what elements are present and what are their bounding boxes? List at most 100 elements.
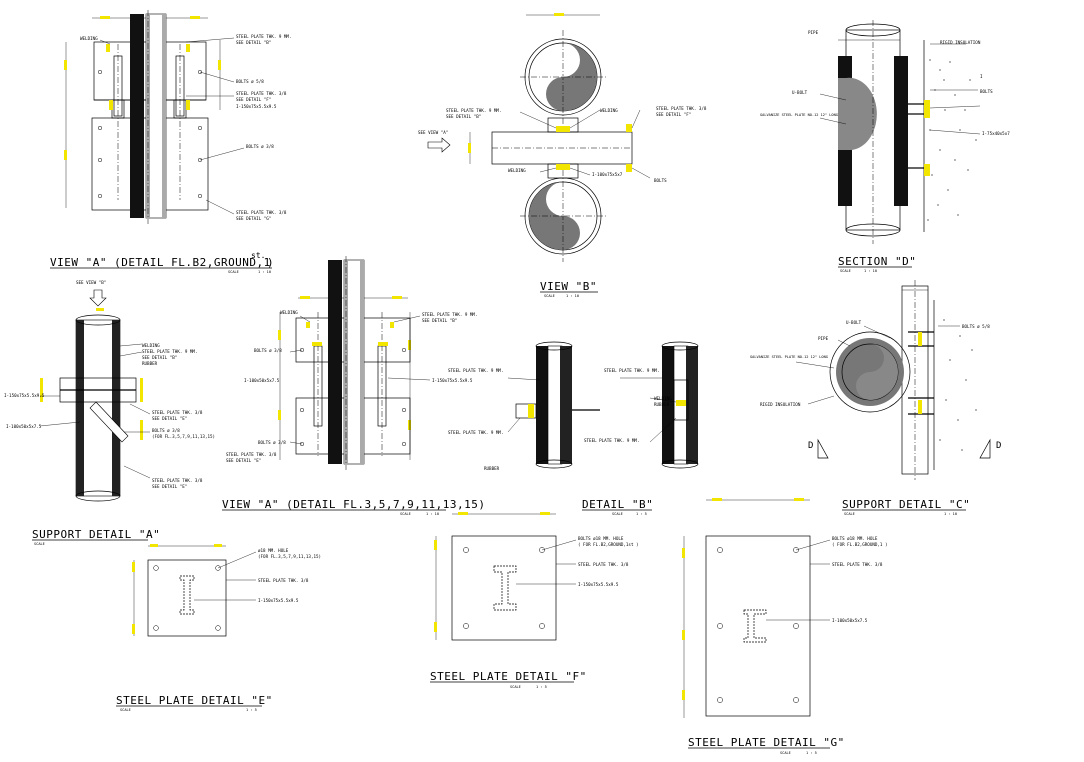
label-db-welding: WELDING	[654, 396, 672, 401]
scale-word-sc: SCALE	[844, 512, 855, 516]
scale-section-d: 1 : 10	[864, 269, 877, 273]
label-va2-i150: I-150x75x5.5x9.5	[432, 378, 473, 383]
label-steel-plate-9: STEEL PLATE THK. 9 MM.	[236, 34, 291, 39]
scale-word-db: SCALE	[612, 512, 623, 516]
scale-support-c: 1 : 10	[944, 512, 957, 516]
title-view-a-2: VIEW "A" (DETAIL FL.3,5,7,9,11,13,15)	[222, 498, 486, 511]
label-g-i100: I-100x50x5x7.5	[832, 618, 868, 623]
label-g-plate: STEEL PLATE THK. 3/8	[832, 562, 883, 567]
label-sa-welding: WELDING	[142, 343, 160, 348]
label-e-plate: STEEL PLATE THK. 3/8	[258, 578, 309, 583]
title-plate-g: STEEL PLATE DETAIL "G"	[688, 736, 845, 749]
view-b: SEE VIEW "A" STEEL PLATE THK. 9 MM. SEE …	[418, 13, 707, 298]
label-sa-see-e2: SEE DETAIL "E"	[152, 484, 187, 489]
label-va2-bolts: BOLTS ø 3/8	[254, 348, 282, 353]
label-view-b-welding-2: WELDING	[508, 168, 526, 173]
label-db-plate-2: STEEL PLATE THK. 9 MM.	[448, 430, 503, 435]
title-detail-b: DETAIL "B"	[582, 498, 653, 511]
label-va2-see-e: SEE DETAIL "E"	[226, 458, 261, 463]
scale-word-sa: SCALE	[34, 542, 45, 546]
label-i-75: I-75x40x5x7	[982, 131, 1010, 136]
scale-word-d: SCALE	[840, 269, 851, 273]
title-support-c: SUPPORT DETAIL "C"	[842, 498, 970, 511]
label-f-plate: STEEL PLATE THK. 3/8	[578, 562, 629, 567]
label-e-for: (FOR FL.3,5,7,9,11,13,15)	[258, 554, 321, 559]
label-e-i150: I-150x75x5.5x9.5	[258, 598, 299, 603]
scale-plate-f: 1 : 5	[536, 685, 547, 689]
scale-view-a-1: 1 : 10	[258, 270, 271, 274]
scale-word-g: SCALE	[780, 751, 791, 755]
label-bolts-58: BOLTS ø 5/8	[236, 79, 264, 84]
title-section-d: SECTION "D"	[838, 255, 916, 268]
label-sa-plate-38: STEEL PLATE THK. 3/8	[152, 410, 203, 415]
steel-plate-e: ø18 MM. HOLE (FOR FL.3,5,7,9,11,13,15) S…	[116, 544, 321, 712]
label-sc-insulation: RIGID INSULATION	[760, 402, 801, 407]
label-see-detail-g: SEE DETAIL "G"	[236, 216, 271, 221]
title-view-a-1-sup: st.	[251, 251, 265, 260]
label-va2-i100: I-100x50x5x7.5	[244, 378, 280, 383]
label-sa-see-e: SEE DETAIL "E"	[152, 416, 187, 421]
label-f-bolts: BOLTS ø18 MM. HOLE	[578, 536, 624, 541]
steel-plate-f: BOLTS ø18 MM. HOLE ( FOR FL.B2,GROUND,1s…	[430, 512, 639, 689]
label-sa-bolts: BOLTS ø 3/8	[152, 428, 180, 433]
label-steel-plate-38b: STEEL PLATE THK. 3/8	[236, 210, 287, 215]
label-g-for: ( FOR FL.B2,GROUND,1 )	[832, 542, 887, 547]
label-va2-plate: STEEL PLATE THK. 9 MM.	[422, 312, 477, 317]
label-i: I	[980, 74, 983, 79]
label-steel-plate-38: STEEL PLATE THK. 3/8	[236, 91, 287, 96]
label-va2-bolts-2: BOLTS ø 3/8	[258, 440, 286, 445]
label-view-b-steel-plate: STEEL PLATE THK. 9 MM.	[446, 108, 501, 113]
section-mark-right: D	[996, 441, 1001, 451]
scale-plate-e: 1 : 5	[246, 708, 257, 712]
label-sc-galvanize: GALVANIZE STEEL PLATE NO.12 12" LONG	[750, 355, 828, 359]
label-view-b-bolts: BOLTS	[654, 178, 667, 183]
label-va2-welding: WELDING	[280, 310, 298, 315]
label-db-rubber-2: RUBBER	[484, 466, 500, 471]
support-detail-a: SEE VIEW "B" WELDING STEEL PLATE THK. 9 …	[4, 280, 215, 546]
section-d: PIPE RIGID INSULATION I BOLTS I-75x40x5x…	[760, 20, 1010, 273]
label-bolt: BOLTS	[980, 89, 993, 94]
label-sa-see-b: SEE DETAIL "B"	[142, 355, 177, 360]
scale-word-e: SCALE	[120, 708, 131, 712]
label-e-hole: ø18 MM. HOLE	[258, 548, 289, 553]
label-pipe: PIPE	[808, 30, 819, 35]
title-view-a-1-close: )	[267, 256, 274, 269]
view-a-middle: WELDING STEEL PLATE THK. 9 MM. SEE DETAI…	[222, 256, 486, 516]
label-f-i150: I-150x75x5.5x9.5	[578, 582, 619, 587]
label-view-b-see-detail: SEE DETAIL "B"	[446, 114, 481, 119]
label-db-plate-3: STEEL PLATE THK. 9 MM.	[604, 368, 659, 373]
label-galvanize: GALVANIZE STEEL PLATE NO.12 12" LONG	[760, 113, 838, 117]
label-sa-plate: STEEL PLATE THK. 9 MM.	[142, 349, 197, 354]
label-view-b-see-f: SEE DETAIL "F"	[656, 112, 691, 117]
title-support-a: SUPPORT DETAIL "A"	[32, 528, 160, 541]
label-db-plate: STEEL PLATE THK. 9 MM.	[448, 368, 503, 373]
label-sc-u-bolt: U-BOLT	[846, 320, 862, 325]
label-see-view-a: SEE VIEW "A"	[418, 130, 448, 135]
scale-view-b: 1 : 10	[566, 294, 579, 298]
scale-plate-g: 1 : 5	[806, 751, 817, 755]
label-sc-bolts: BOLTS ø 5/8	[962, 324, 990, 329]
label-view-b-i100: I-100x75x5x7	[592, 172, 623, 177]
scale-detail-b: 1 : 5	[636, 512, 647, 516]
section-mark-left: D	[808, 441, 813, 451]
title-plate-e: STEEL PLATE DETAIL "E"	[116, 694, 273, 707]
label-see-detail-f: SEE DETAIL "F"	[236, 97, 271, 102]
label-welding: WELDING	[80, 36, 98, 41]
label-see-view-b: SEE VIEW "B"	[76, 280, 106, 285]
label-sa-i100: I-100x50x5x7.5	[6, 424, 42, 429]
label-view-b-welding: WELDING	[600, 108, 618, 113]
title-view-a-1: VIEW "A" (DETAIL FL.B2,GROUND,1	[50, 256, 271, 269]
label-f-for: ( FOR FL.B2,GROUND,1st )	[578, 542, 639, 547]
scale-word-va2: SCALE	[400, 512, 411, 516]
label-rigid-insulation: RIGID INSULATION	[940, 40, 981, 45]
concrete-texture	[927, 59, 977, 221]
label-u-bolt: U-BOLT	[792, 90, 808, 95]
label-db-plate-4: STEEL PLATE THK. 9 MM.	[584, 438, 639, 443]
scale-word-b: SCALE	[544, 294, 555, 298]
label-va2-plate-38: STEEL PLATE THK. 3/8	[226, 452, 277, 457]
label-view-b-plate-38: STEEL PLATE THK. 3/8	[656, 106, 707, 111]
view-a-top-title: VIEW "A" (DETAIL FL.B2,GROUND,1 st. ) SC…	[50, 251, 274, 274]
label-sa-plate-38b: STEEL PLATE THK. 3/8	[152, 478, 203, 483]
label-i-150: I-150x75x5.5x9.5	[236, 104, 277, 109]
